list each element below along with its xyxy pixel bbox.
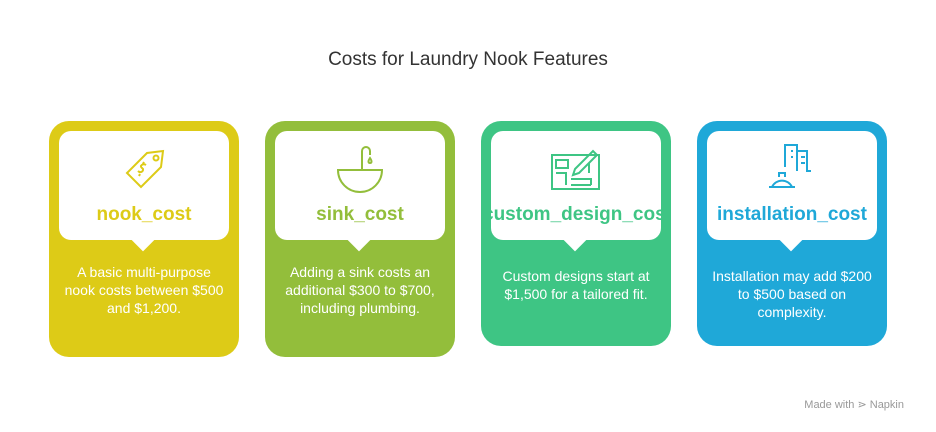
card-label: sink_cost [316,204,404,225]
construction-helmet-icon [769,144,811,188]
card-header: custom_design_cost [491,131,661,240]
card-description: A basic multi-purpose nook costs between… [64,264,224,316]
diagram-title: Costs for Laundry Nook Features [328,49,608,70]
sink-icon [336,146,384,193]
card-label: nook_cost [96,204,192,225]
card-nook-cost: nook_cost A basic multi-purpose nook cos… [49,121,239,357]
card-header: installation_cost [707,131,877,240]
blueprint-pencil-icon [551,149,600,190]
card-sink-cost: sink_cost Adding a sink costs an additio… [265,121,455,357]
card-header: sink_cost [275,131,445,240]
card-label: custom_design_cost [491,204,661,225]
card-label: installation_cost [717,204,867,225]
card-description: Custom designs start at $1,500 for a tai… [502,268,650,302]
card-custom-design-cost: custom_design_cost Custom designs start … [481,121,671,346]
made-with-napkin-footer[interactable]: Made with ⋗ Napkin [804,399,904,411]
card-header: nook_cost [59,131,229,240]
card-description: Adding a sink costs an additional $300 t… [285,264,435,316]
price-tag-icon [125,149,165,189]
card-installation-cost: installation_cost Installation may add $… [697,121,887,346]
card-description: Installation may add $200 to $500 based … [712,268,872,320]
